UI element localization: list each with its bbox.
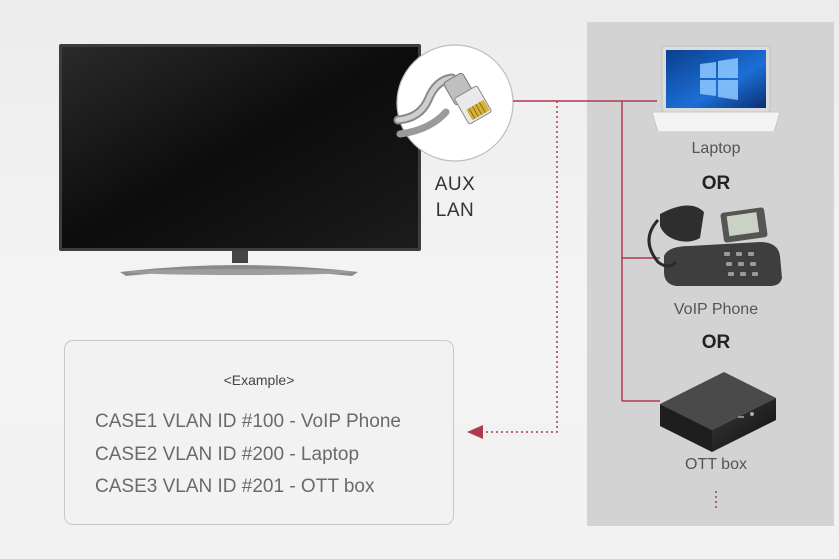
lan-cable-icon: [393, 44, 514, 162]
case-3: CASE3 VLAN ID #201 - OTT box: [95, 476, 375, 497]
case-1: CASE1 VLAN ID #100 - VoIP Phone: [95, 411, 401, 432]
or-label-2: OR: [701, 332, 731, 353]
lan-label: LAN: [435, 200, 475, 221]
arrow-head: [467, 425, 483, 439]
aux-label: AUX: [434, 174, 476, 195]
voip-phone-icon: [647, 205, 782, 286]
or-label-1: OR: [701, 173, 731, 194]
laptop-label: Laptop: [691, 140, 741, 157]
case-2: CASE2 VLAN ID #200 - Laptop: [95, 444, 360, 465]
laptop-icon: [651, 45, 781, 133]
aux-lan-label: AUX LAN: [420, 172, 490, 224]
ott-box-label: OTT box: [685, 456, 747, 473]
example-box: <Example> CASE1 VLAN ID #100 - VoIP Phon…: [64, 340, 454, 525]
connection-lines: [483, 100, 717, 509]
tv-icon: [59, 44, 421, 276]
example-title: <Example>: [223, 372, 295, 388]
voip-phone-label: VoIP Phone: [673, 301, 759, 318]
ott-box-icon: [660, 372, 776, 452]
